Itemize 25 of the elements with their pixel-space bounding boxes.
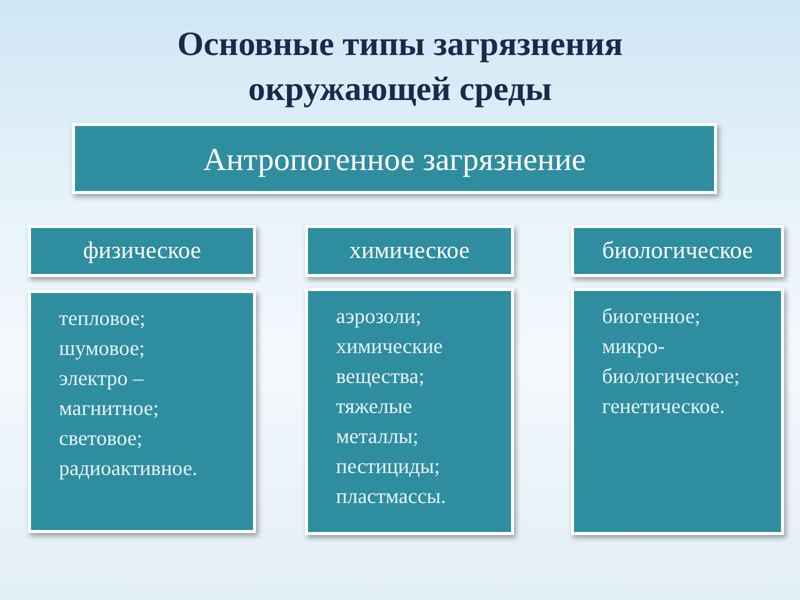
category-box — [571, 225, 784, 277]
list-box — [571, 288, 784, 535]
category-label: биологическое — [602, 237, 753, 266]
category-box — [305, 225, 514, 277]
list-item: радиоактивное. — [59, 455, 198, 482]
header-text: Антропогенное загрязнение — [203, 142, 586, 176]
category-label: химическое — [349, 237, 470, 266]
list-item: тяжелые металлы; — [336, 393, 420, 450]
list-item: шумовое; — [59, 335, 145, 362]
list-item: генетическое. — [602, 393, 725, 420]
list-item: микро- биологическое; — [602, 333, 741, 390]
category-box — [28, 225, 256, 277]
list-box — [305, 288, 514, 535]
list-item: биогенное; — [602, 303, 700, 330]
list-item: тепловое; — [59, 305, 146, 332]
list-box — [28, 290, 256, 533]
category-label: физическое — [82, 237, 202, 266]
header-box — [72, 123, 717, 194]
title: Основные типы загрязнения окружающей среды — [176, 25, 624, 110]
list-item: световое; — [59, 425, 143, 452]
list-item: аэрозоли; — [336, 303, 422, 330]
list-item: пластмассы. — [336, 483, 446, 510]
list-item: пестициды; — [336, 453, 440, 480]
list-item: электро – магнитное; — [59, 365, 160, 422]
list-item: химические вещества; — [336, 333, 444, 390]
